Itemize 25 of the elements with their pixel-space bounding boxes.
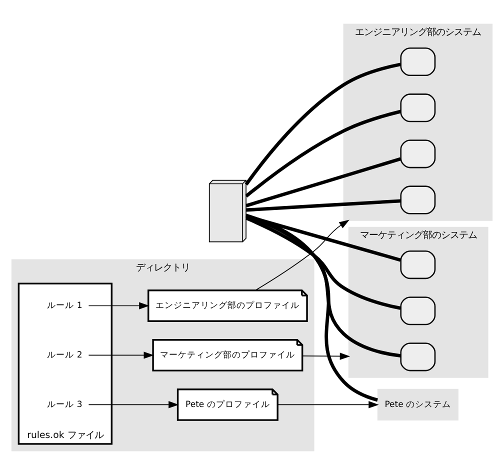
node-computer <box>400 296 436 326</box>
arrow <box>88 401 179 408</box>
cluster: マーケティング部のシステム <box>348 226 488 378</box>
connector <box>245 110 402 198</box>
connector <box>246 157 402 208</box>
cluster: エンジニアリング部のシステム <box>343 24 493 221</box>
arrow <box>255 220 350 291</box>
node-text: ルール 2 <box>47 350 82 360</box>
connector <box>246 199 401 212</box>
node-computer <box>400 47 436 76</box>
node-text: ルール 3 <box>47 400 82 410</box>
node-computer <box>400 186 436 214</box>
connector <box>246 214 378 402</box>
arrow <box>302 352 350 360</box>
arrow <box>88 352 154 359</box>
node-computer <box>400 140 436 168</box>
arrow <box>277 401 379 408</box>
node-computer <box>400 250 436 280</box>
connector <box>244 62 401 186</box>
node-computer <box>400 342 436 372</box>
node-text: ルール 1 <box>47 300 82 311</box>
arrow <box>88 302 150 310</box>
node-computer <box>400 94 436 122</box>
node-box: Pete のシステム <box>377 388 458 420</box>
connector <box>246 216 401 310</box>
